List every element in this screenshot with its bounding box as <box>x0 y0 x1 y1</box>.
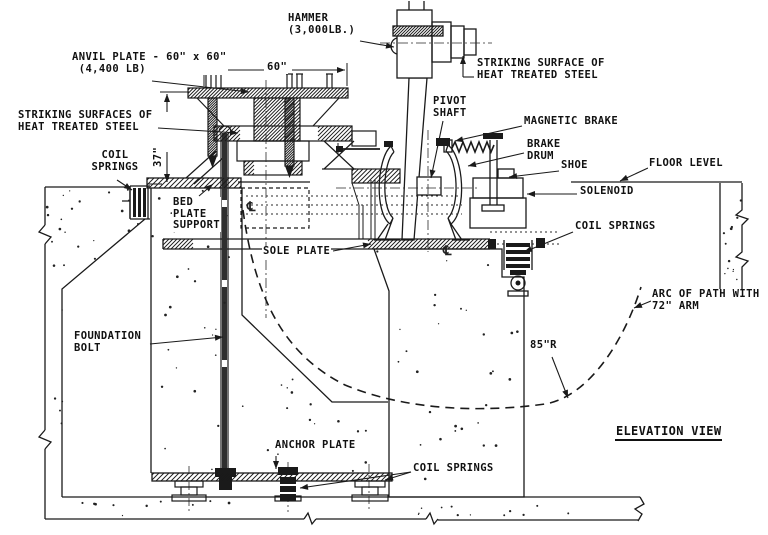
hammer-label: HAMMER (3,000LB.) <box>287 12 357 36</box>
pivot-centerlines <box>336 130 478 252</box>
anvil-plate-label: ANVIL PLATE - 60" x 60" (4,400 LB) <box>71 51 228 75</box>
solenoid-box <box>472 177 524 199</box>
pit-wall <box>734 183 750 290</box>
radius-85-label: 85"R <box>529 339 558 352</box>
brake-drum-right <box>445 144 463 225</box>
truss <box>322 140 356 170</box>
anchor-plate <box>278 467 298 475</box>
brake-drum-label: BRAKE DRUM <box>526 138 562 162</box>
striking-surface <box>463 28 477 56</box>
brake-drum-left <box>378 145 395 225</box>
support-strut <box>185 150 225 185</box>
hammer-machine <box>162 1 533 297</box>
anvil-plate <box>187 87 349 99</box>
solenoid-label: SOLENOID <box>579 185 635 198</box>
dim-37: 37" <box>152 145 165 168</box>
floor-level-label: FLOOR LEVEL <box>648 157 724 170</box>
coil-spring-left <box>122 185 150 220</box>
bolt-centerlines <box>188 462 370 512</box>
pivot-shaft-label: PIVOT SHAFT <box>432 95 468 119</box>
dim-60: 60" <box>266 61 289 74</box>
hidden-pocket <box>240 187 310 229</box>
pivot-shaft-hub <box>416 176 442 196</box>
coil-springs-bottom-label: COIL SPRINGS <box>412 462 495 475</box>
sole-plate-label: SOLE PLATE <box>262 245 332 258</box>
magnetic-brake-label: MAGNETIC BRAKE <box>523 115 620 128</box>
machine-foundation <box>373 248 525 498</box>
striking-surface-right-label: STRIKING SURFACE OF HEAT TREATED STEEL <box>476 57 606 81</box>
hammer-head <box>396 9 433 79</box>
generated-linework <box>45 25 742 517</box>
anchor-plate-label: ANCHOR PLATE <box>274 439 357 452</box>
centerline-symbol-machine: ℄ <box>443 244 452 259</box>
break-mark <box>633 496 645 522</box>
roller <box>510 275 526 291</box>
striking-surfaces-left-label: STRIKING SURFACES OF HEAT TREATED STEEL <box>17 109 154 133</box>
pendulum-arm <box>401 77 428 241</box>
bed-plate-support-label: BED PLATE SUPPORT <box>172 196 222 232</box>
foundation-bolt <box>222 133 227 468</box>
frame-legs <box>351 180 376 239</box>
foundation-bolt-label: FOUNDATION BOLT <box>73 330 143 354</box>
brake-post <box>489 140 498 205</box>
bolt-outline <box>171 125 389 502</box>
coil-springs-left-label: COIL SPRINGS <box>87 149 143 173</box>
shoe-label: SHOE <box>560 159 589 172</box>
bolt-stripes <box>222 200 296 494</box>
arc-of-path <box>242 209 642 410</box>
coil-springs-right-label: COIL SPRINGS <box>574 220 657 233</box>
break-mark <box>303 511 317 526</box>
break-mark <box>425 511 439 526</box>
break-mark <box>37 224 53 245</box>
brake-spring <box>451 139 495 155</box>
break-mark <box>37 429 53 450</box>
elevation-view-label: ELEVATION VIEW <box>615 425 723 441</box>
arc-of-path-label: ARC OF PATH WITH 72" ARM <box>651 288 761 312</box>
dark-parts <box>133 133 545 501</box>
centerline-symbol-anvil: ℄ <box>247 200 256 215</box>
coil-spring-bottom <box>280 477 296 501</box>
dimension-lines <box>147 63 348 185</box>
